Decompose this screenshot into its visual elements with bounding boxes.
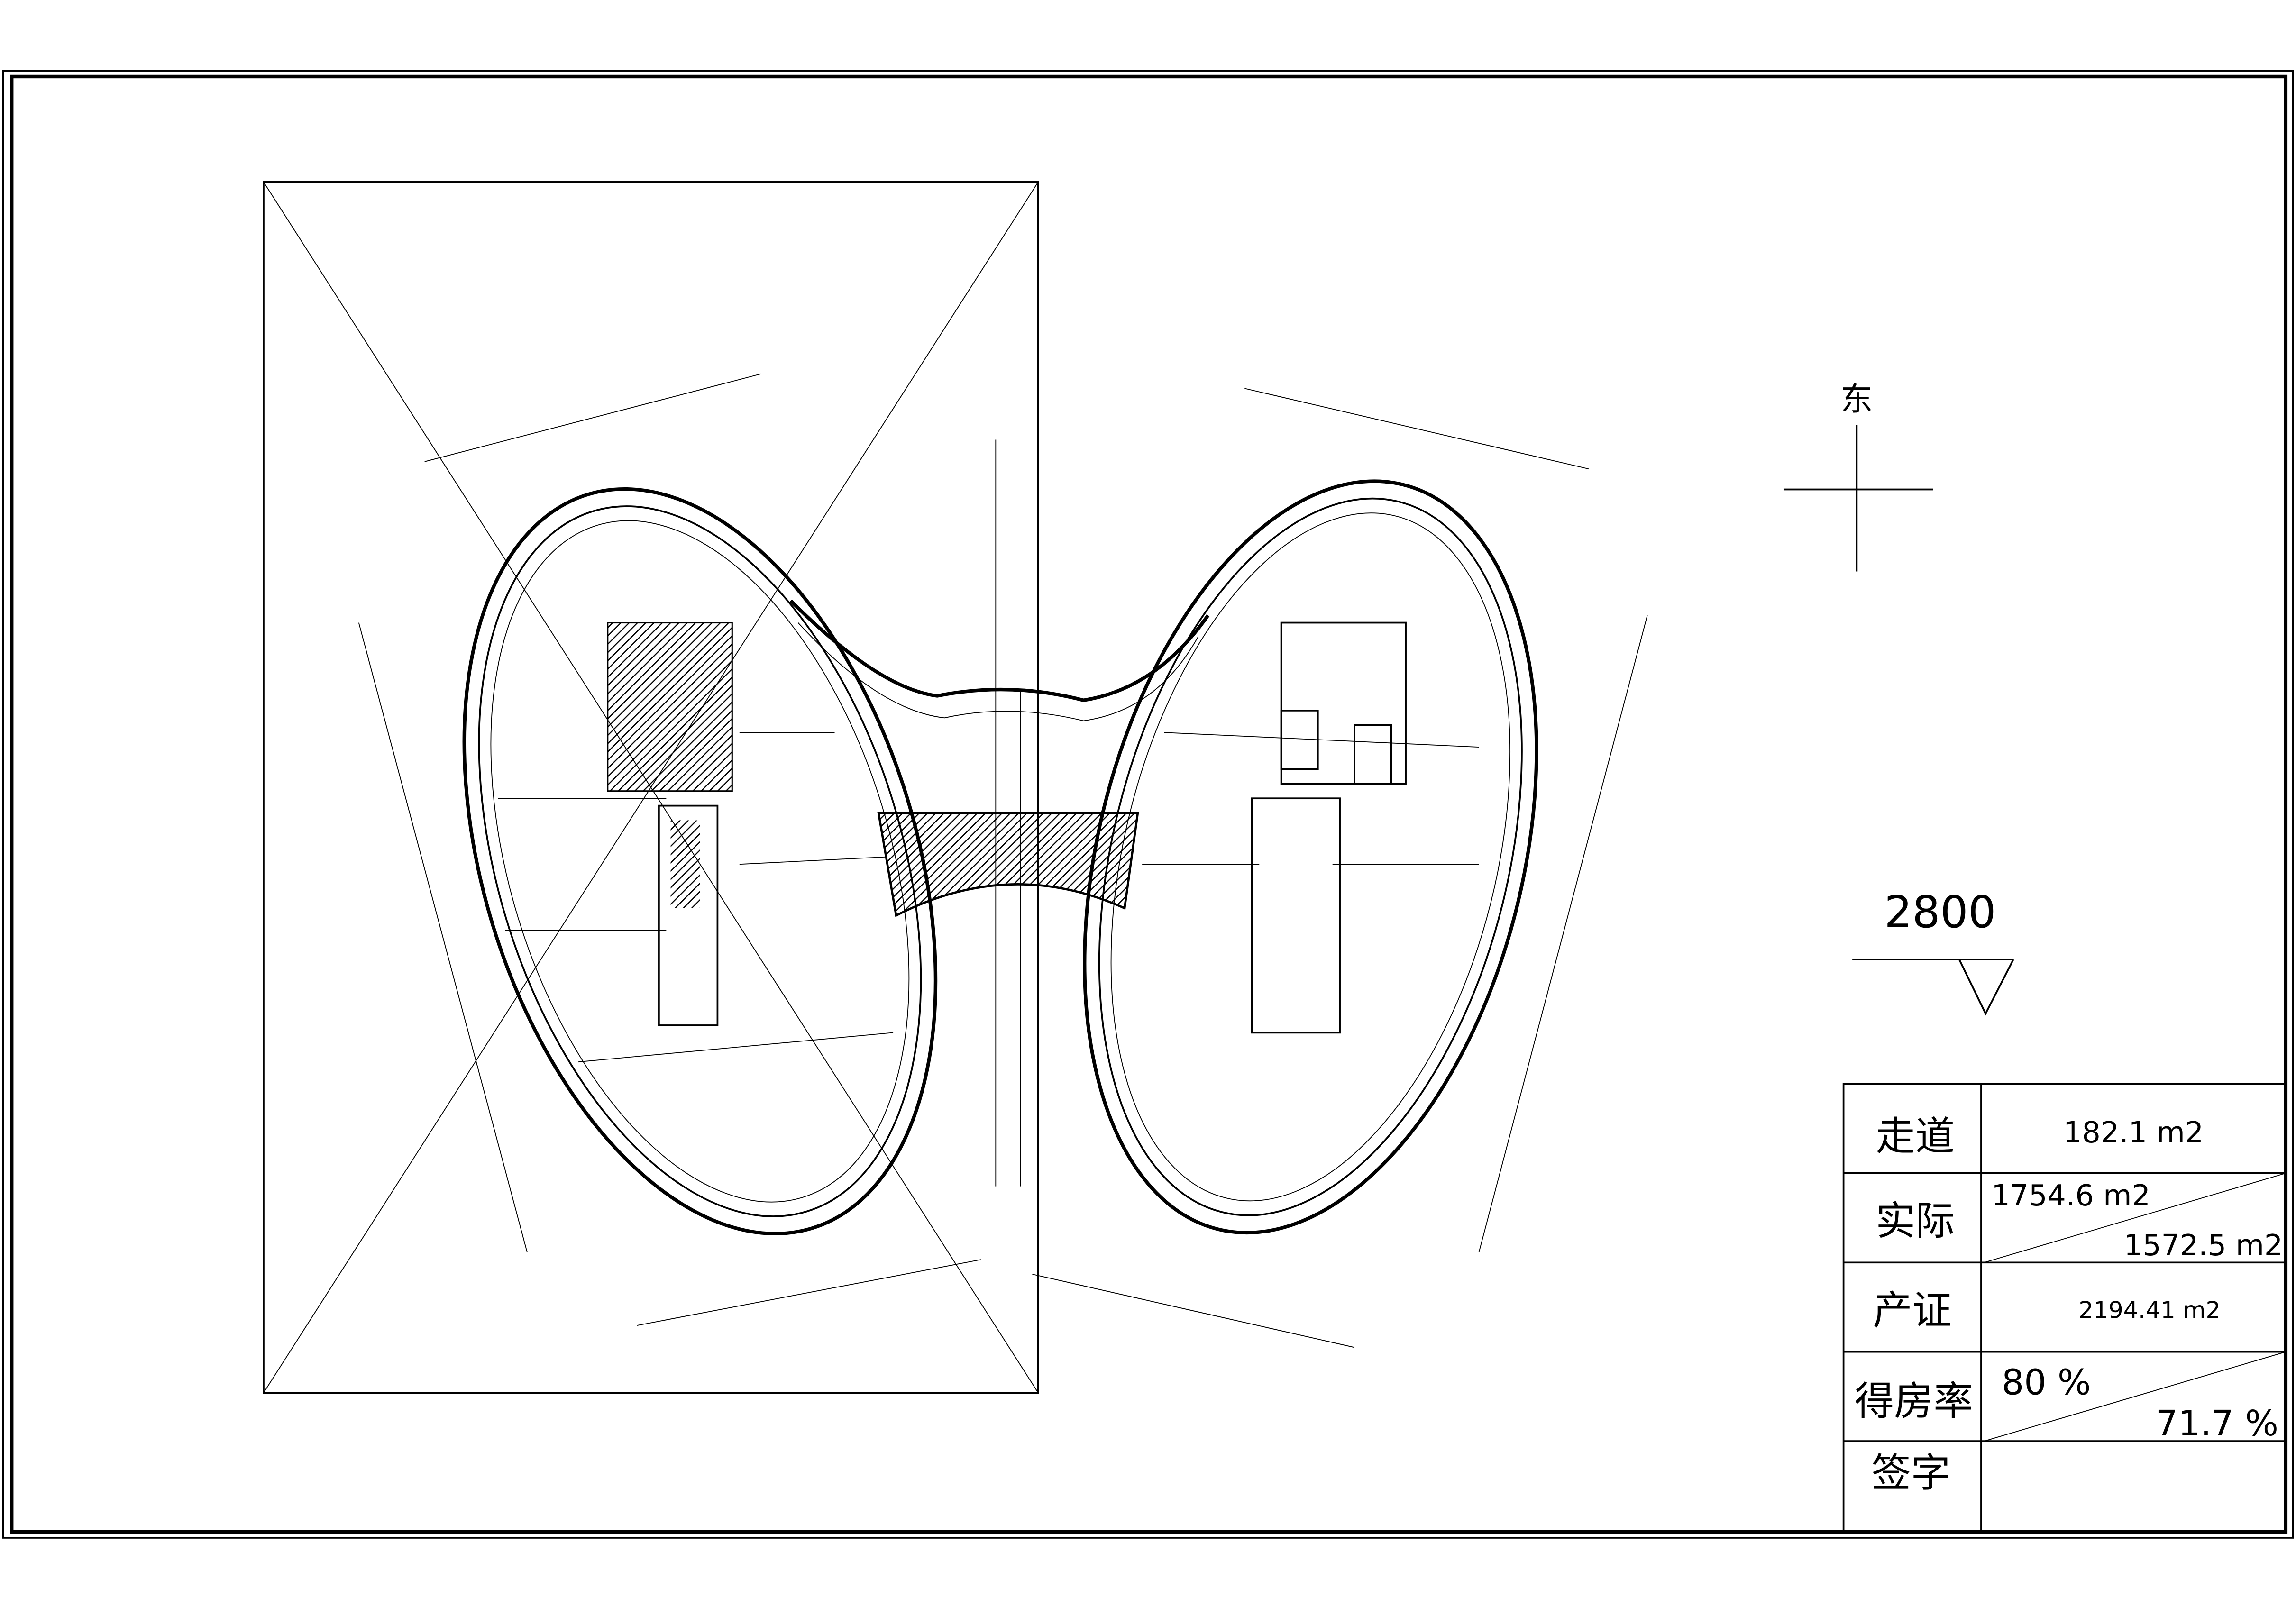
row-actual-label: 实际 (1876, 1198, 1955, 1244)
level-value: 2800 (1884, 886, 1996, 938)
row-actual-value-upper: 1754.6 m2 (1992, 1178, 2150, 1213)
left-tower-plan (462, 487, 938, 1236)
row-corridor-label: 走道 (1876, 1113, 1955, 1159)
row-corridor-value: 182.1 m2 (2063, 1115, 2204, 1150)
row-certificate-value: 2194.41 m2 (2078, 1297, 2221, 1324)
right-core-stair (1280, 621, 1407, 785)
left-core-stair (607, 622, 733, 792)
row-efficiency-value-lower: 71.7 % (2156, 1403, 2278, 1444)
left-core-shaft (658, 804, 719, 1026)
north-compass: 东 (1783, 381, 1933, 572)
bridge-hatched-area (877, 812, 1139, 917)
level-marker: 2800 (1852, 886, 2014, 1016)
row-efficiency-label: 得房率 (1855, 1379, 1973, 1424)
dimension-lines (358, 373, 1648, 1348)
row-efficiency-value-upper: 80 % (2002, 1362, 2091, 1403)
right-core-shaft (1251, 797, 1341, 1034)
connecting-bridge (789, 439, 1210, 1187)
row-actual-value-lower: 1572.5 m2 (2124, 1228, 2283, 1262)
compass-east-label: 东 (1840, 381, 1873, 419)
area-table: 走道 182.1 m2 实际 1754.6 m2 1572.5 m2 产证 21… (1842, 1083, 2287, 1533)
row-certificate-label: 产证 (1873, 1287, 1952, 1333)
sheet-inner-frame (10, 74, 2288, 1534)
sheet-outer-frame (2, 70, 2294, 1539)
row-signature-label: 签字 (1871, 1450, 1950, 1496)
